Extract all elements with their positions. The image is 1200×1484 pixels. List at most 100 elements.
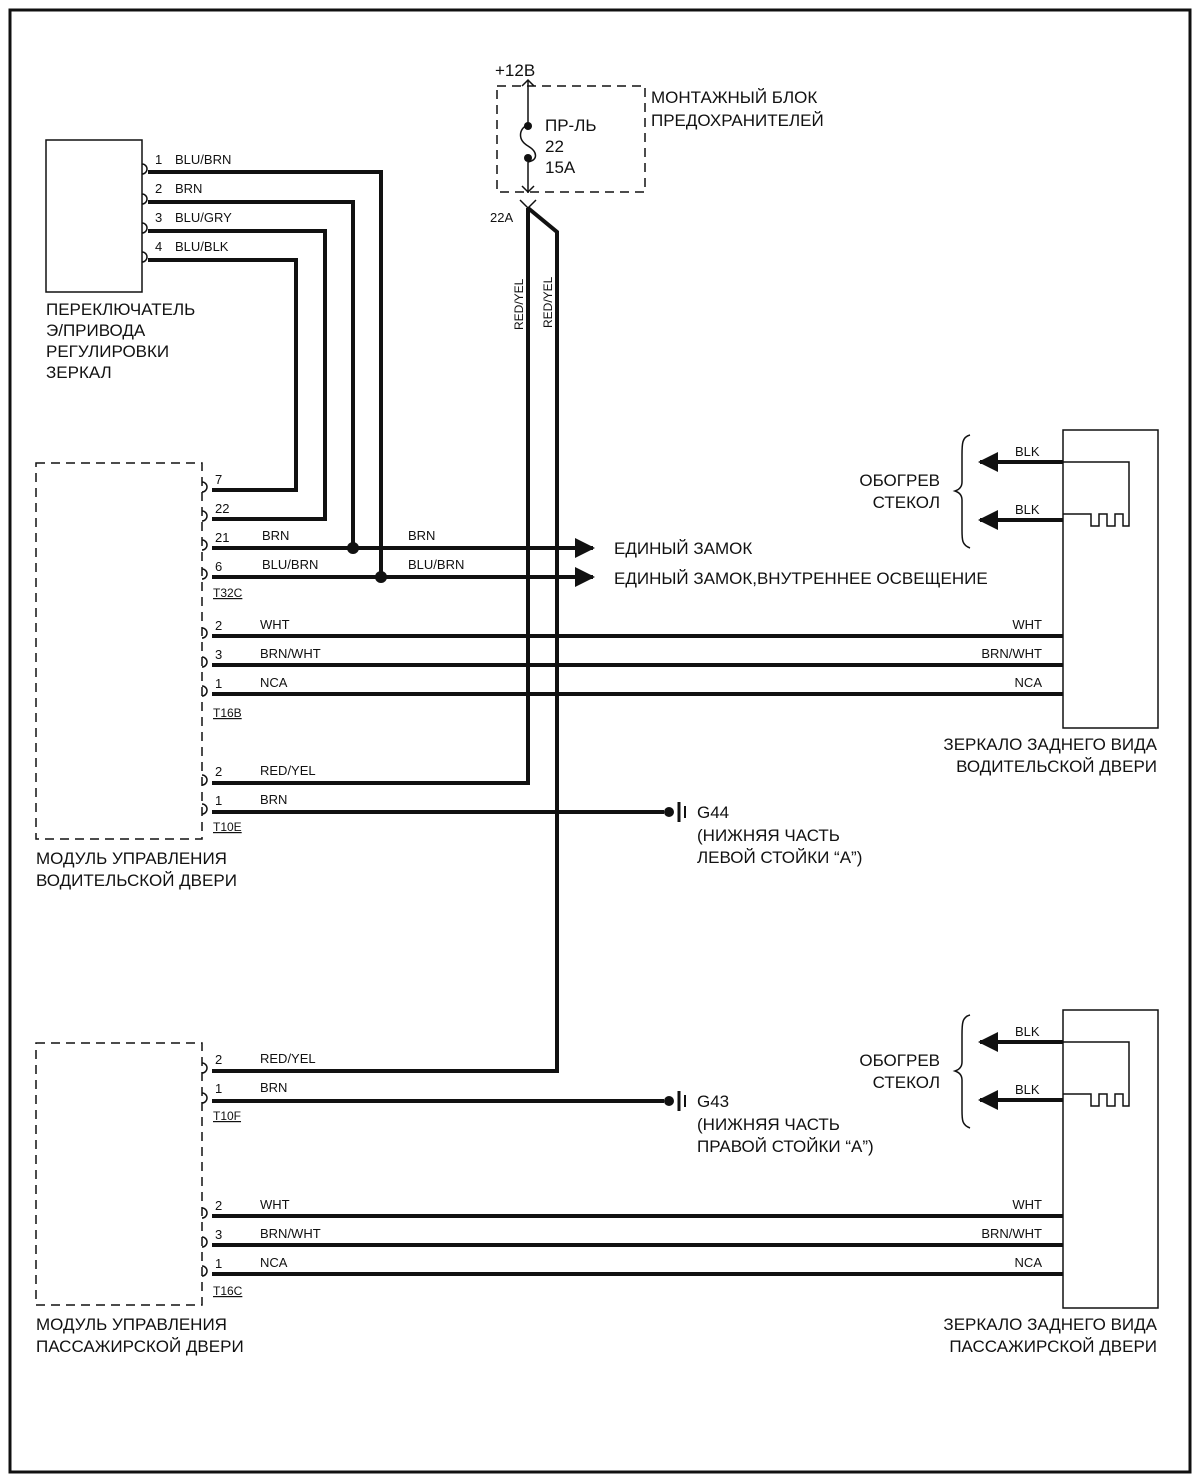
switch-label-3: РЕГУЛИРОВКИ bbox=[46, 342, 169, 361]
splice-wire-label-1: BRN bbox=[408, 528, 435, 543]
switch-pin-1: 1 bbox=[155, 152, 162, 167]
ground-g43-desc-1: (НИЖНЯЯ ЧАСТЬ bbox=[697, 1115, 840, 1134]
driver-mirror-wire-wht: WHT bbox=[1012, 617, 1042, 632]
t10f-wire-brn: BRN bbox=[260, 1080, 287, 1095]
supply-voltage-label: +12В bbox=[495, 61, 535, 80]
t16b-pin-1: 1 bbox=[215, 676, 222, 691]
passenger-module-label-2: ПАССАЖИРСКОЙ ДВЕРИ bbox=[36, 1337, 244, 1356]
red-yel-wire-driver bbox=[212, 208, 530, 785]
passenger-mirror bbox=[1062, 1009, 1159, 1309]
fuse-rating: 15А bbox=[545, 158, 576, 177]
t10f-connector-label: T10F bbox=[213, 1109, 241, 1123]
t16c-wire-nca: NCA bbox=[260, 1255, 288, 1270]
t32c-pin-6: 6 bbox=[215, 559, 222, 574]
driver-mirror-wire-brn-wht: BRN/WHT bbox=[981, 646, 1042, 661]
switch-wire-4: BLU/BLK bbox=[175, 239, 229, 254]
t10f-pin-1: 1 bbox=[215, 1081, 222, 1096]
driver-heater-wire-1: BLK bbox=[1015, 444, 1040, 459]
switch-pin-3: 3 bbox=[155, 210, 162, 225]
ground-g44-desc-1: (НИЖНЯЯ ЧАСТЬ bbox=[697, 826, 840, 845]
fuse-name: ПР-ЛЬ bbox=[545, 116, 597, 135]
driver-module-label-2: ВОДИТЕЛЬСКОЙ ДВЕРИ bbox=[36, 871, 237, 890]
fuse-number: 22 bbox=[545, 137, 564, 156]
ground-g44-icon bbox=[664, 802, 686, 822]
driver-heater-wire-2: BLK bbox=[1015, 502, 1040, 517]
driver-heater-element-icon bbox=[1063, 461, 1130, 527]
ground-g43-name: G43 bbox=[697, 1092, 729, 1111]
t16b-pin-3: 3 bbox=[215, 647, 222, 662]
t32c-wire-blu-brn: BLU/BRN bbox=[262, 557, 318, 572]
output-central-lock-light: ЕДИНЫЙ ЗАМОК,ВНУТРЕННЕЕ ОСВЕЩЕНИЕ bbox=[614, 569, 988, 588]
t16c-pin-1: 1 bbox=[215, 1256, 222, 1271]
t32c-pin-7: 7 bbox=[215, 472, 222, 487]
passenger-heater-wire-1: BLK bbox=[1015, 1024, 1040, 1039]
t16b-pin-2: 2 bbox=[215, 618, 222, 633]
fuse-terminal-label: 22A bbox=[490, 210, 513, 225]
driver-heater-brace bbox=[952, 434, 971, 549]
ground-g44-desc-2: ЛЕВОЙ СТОЙКИ “А”) bbox=[697, 848, 862, 867]
fuse-icon bbox=[519, 78, 537, 194]
passenger-mirror-wire-wht: WHT bbox=[1012, 1197, 1042, 1212]
passenger-door-module bbox=[35, 1042, 203, 1306]
passenger-mirror-label-2: ПАССАЖИРСКОЙ ДВЕРИ bbox=[949, 1337, 1157, 1356]
t10f-pin-2: 2 bbox=[215, 1052, 222, 1067]
t10e-wire-brn: BRN bbox=[260, 792, 287, 807]
vertical-wire-label-right: RED/YEL bbox=[541, 276, 555, 328]
t16c-wire-brn-wht: BRN/WHT bbox=[260, 1226, 321, 1241]
t16c-pin-3: 3 bbox=[215, 1227, 222, 1242]
switch-pin-4: 4 bbox=[155, 239, 162, 254]
splice-wire-label-2: BLU/BRN bbox=[408, 557, 464, 572]
driver-module-label-1: МОДУЛЬ УПРАВЛЕНИЯ bbox=[36, 849, 227, 868]
t10e-connector-label: T10E bbox=[213, 820, 242, 834]
t32c-connector-label: T32C bbox=[213, 586, 243, 600]
t32c-pin-21: 21 bbox=[215, 530, 229, 545]
fuse-block-title-1: МОНТАЖНЫЙ БЛОК bbox=[651, 88, 817, 107]
passenger-module-label-1: МОДУЛЬ УПРАВЛЕНИЯ bbox=[36, 1315, 227, 1334]
switch-label-2: Э/ПРИВОДА bbox=[46, 321, 146, 340]
passenger-mirror-wire-nca: NCA bbox=[1015, 1255, 1043, 1270]
driver-mirror-label-1: ЗЕРКАЛО ЗАДНЕГО ВИДА bbox=[943, 735, 1157, 754]
t10f-wire-red-yel: RED/YEL bbox=[260, 1051, 316, 1066]
switch-wire-2: BRN bbox=[175, 181, 202, 196]
passenger-heater-label-2: СТЕКОЛ bbox=[873, 1073, 940, 1092]
driver-heater-label-1: ОБОГРЕВ bbox=[859, 471, 940, 490]
t32c-pin-22: 22 bbox=[215, 501, 229, 516]
splice-brn bbox=[347, 542, 359, 554]
driver-mirror bbox=[1062, 429, 1159, 729]
ground-g43-desc-2: ПРАВОЙ СТОЙКИ “А”) bbox=[697, 1137, 874, 1156]
switch-wires bbox=[141, 163, 383, 548]
t16b-wire-wht: WHT bbox=[260, 617, 290, 632]
switch-label-1: ПЕРЕКЛЮЧАТЕЛЬ bbox=[46, 300, 195, 319]
t16b-wire-nca: NCA bbox=[260, 675, 288, 690]
vertical-wire-label-left: RED/YEL bbox=[512, 278, 526, 330]
t32c-wire-brn: BRN bbox=[262, 528, 289, 543]
switch-wire-3: BLU/GRY bbox=[175, 210, 232, 225]
t16c-wire-wht: WHT bbox=[260, 1197, 290, 1212]
output-central-lock: ЕДИНЫЙ ЗАМОК bbox=[614, 539, 752, 558]
passenger-heater-element-icon bbox=[1063, 1041, 1130, 1107]
mirror-switch: ПЕРЕКЛЮЧАТЕЛЬ Э/ПРИВОДА РЕГУЛИРОВКИ ЗЕРК… bbox=[45, 139, 195, 382]
passenger-heater-label-1: ОБОГРЕВ bbox=[859, 1051, 940, 1070]
driver-mirror-wire-nca: NCA bbox=[1015, 675, 1043, 690]
ground-g44-name: G44 bbox=[697, 803, 729, 822]
switch-pin-2: 2 bbox=[155, 181, 162, 196]
passenger-heater-brace bbox=[952, 1014, 971, 1129]
t10e-wire-red-yel: RED/YEL bbox=[260, 763, 316, 778]
diagram-frame bbox=[8, 8, 1192, 1474]
t16b-wire-brn-wht: BRN/WHT bbox=[260, 646, 321, 661]
fuse-block-title-2: ПРЕДОХРАНИТЕЛЕЙ bbox=[651, 111, 824, 130]
passenger-mirror-label-1: ЗЕРКАЛО ЗАДНЕГО ВИДА bbox=[943, 1315, 1157, 1334]
driver-connector-brackets bbox=[201, 481, 208, 815]
red-yel-wire-passenger bbox=[212, 206, 559, 1073]
passenger-heater-wire-2: BLK bbox=[1015, 1082, 1040, 1097]
driver-mirror-label-2: ВОДИТЕЛЬСКОЙ ДВЕРИ bbox=[956, 757, 1157, 776]
switch-wire-1: BLU/BRN bbox=[175, 152, 231, 167]
t16c-pin-2: 2 bbox=[215, 1198, 222, 1213]
driver-door-module bbox=[35, 462, 203, 840]
t16c-connector-label: T16C bbox=[213, 1284, 243, 1298]
t16b-connector-label: T16B bbox=[213, 706, 242, 720]
ground-g43-icon bbox=[664, 1091, 686, 1111]
passenger-mirror-wire-brn-wht: BRN/WHT bbox=[981, 1226, 1042, 1241]
switch-label-4: ЗЕРКАЛ bbox=[46, 363, 112, 382]
